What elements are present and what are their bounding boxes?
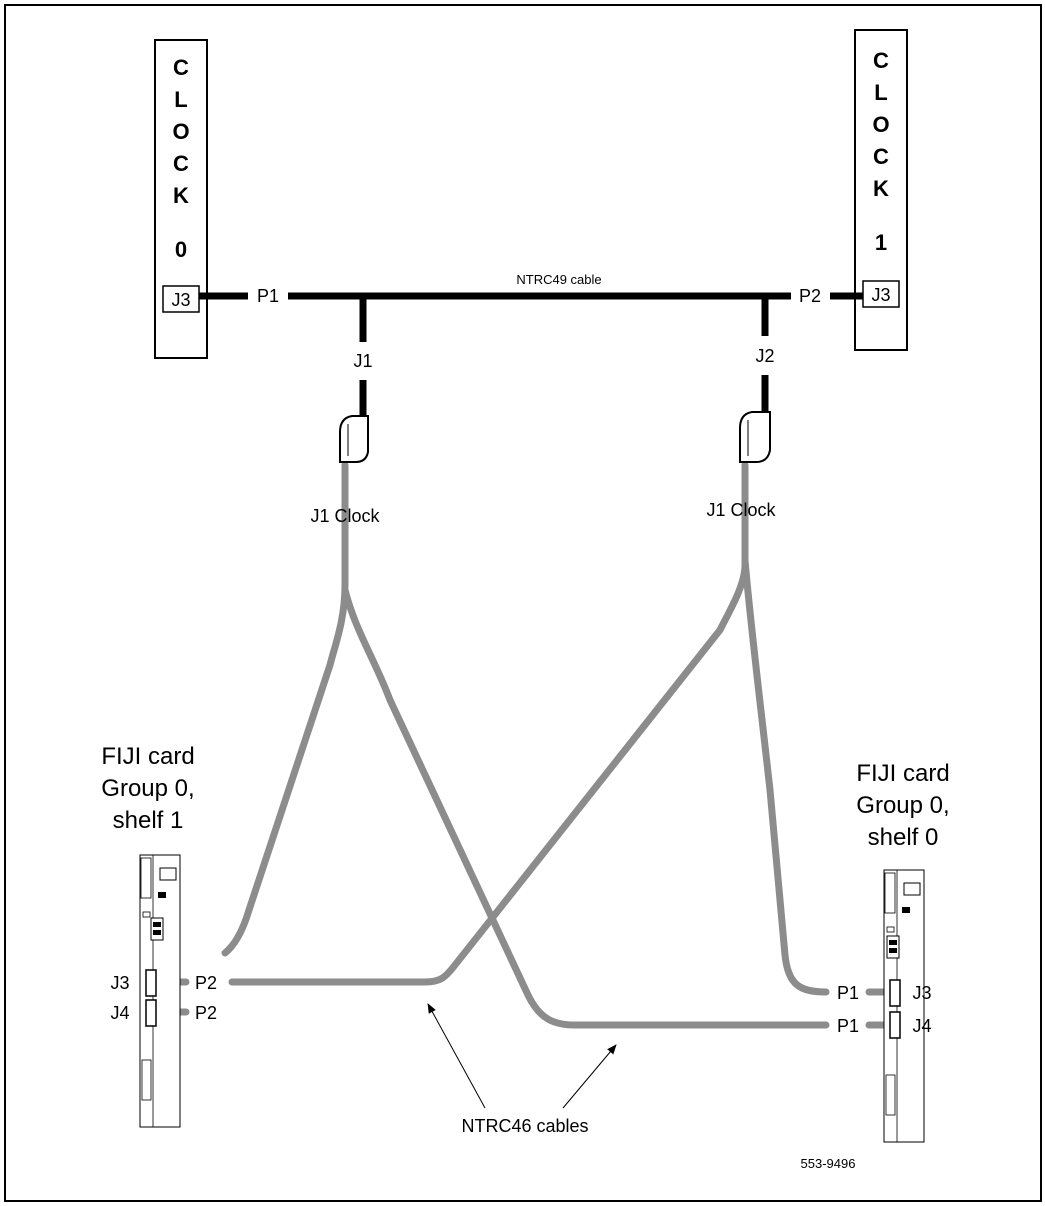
clock0-letter: O [172,119,189,144]
clock0-connector-label: J1 Clock [310,506,380,526]
fiji0-title-line: FIJI card [856,760,949,787]
clock1-number: 1 [875,230,887,255]
ntrc49-cable-label: NTRC49 cable [516,272,601,287]
fiji0-j3-label: J3 [912,983,931,1003]
ntrc46-cable-clock1-to-fiji0-j3 [741,556,830,996]
fiji1-p2-lower-label: P2 [195,1003,217,1023]
clock0-letter: L [174,87,187,112]
ntrc46-cable-clock1-to-fiji1-j3 [228,461,749,986]
ntrc46-cable-clock0-to-fiji0-j4 [341,586,830,1029]
clock1-letter: C [873,48,889,73]
clock0-j3-label: J3 [171,290,190,310]
ntrc46-callout-arrow-left [427,1003,486,1109]
fiji1-title-line: FIJI card [101,743,194,770]
figure-id: 553-9496 [801,1156,856,1171]
fiji1-title-line: shelf 1 [113,807,184,834]
fiji0-p1-lower-label: P1 [837,1016,859,1036]
ntrc46-cable-clock0-to-fiji1-j4 [221,461,349,957]
ntrc46-callout-arrow-right [562,1044,617,1109]
clock0-number: 0 [175,237,187,262]
clock0-letter: C [173,151,189,176]
ntrc49-p2-label: P2 [799,286,821,306]
clock1-letter: K [873,176,889,201]
clock1-letter: C [873,144,889,169]
fiji0-title-line: Group 0, [856,792,949,819]
fiji1-card [139,854,181,1128]
ntrc46-cables-label: NTRC46 cables [461,1116,588,1136]
ntrc49-j2-label: J2 [755,346,774,366]
clock0-connector-plug [339,415,369,463]
fiji1-title-line: Group 0, [101,775,194,802]
fiji1-j4-label: J4 [110,1003,129,1023]
fiji1-p2-upper-label: P2 [195,973,217,993]
diagram-frame [4,4,1042,1202]
fiji0-card [883,869,925,1143]
clock0-letter: C [173,55,189,80]
clock1-connector-label: J1 Clock [706,500,776,520]
clock1-connector-plug [739,411,771,463]
ntrc49-j1-label: J1 [353,351,372,371]
fiji0-title-line: shelf 0 [868,824,939,851]
clock0-letter: K [173,183,189,208]
ntrc49-p1-label: P1 [257,286,279,306]
clock1-letter: L [874,80,887,105]
fiji0-p1-upper-label: P1 [837,983,859,1003]
clock1-j3-label: J3 [871,285,890,305]
clock1-j3-port [862,280,900,308]
clock0-j3-port [162,285,200,313]
clock1-letter: O [872,112,889,137]
fiji0-j4-label: J4 [912,1016,931,1036]
fiji1-j3-label: J3 [110,973,129,993]
